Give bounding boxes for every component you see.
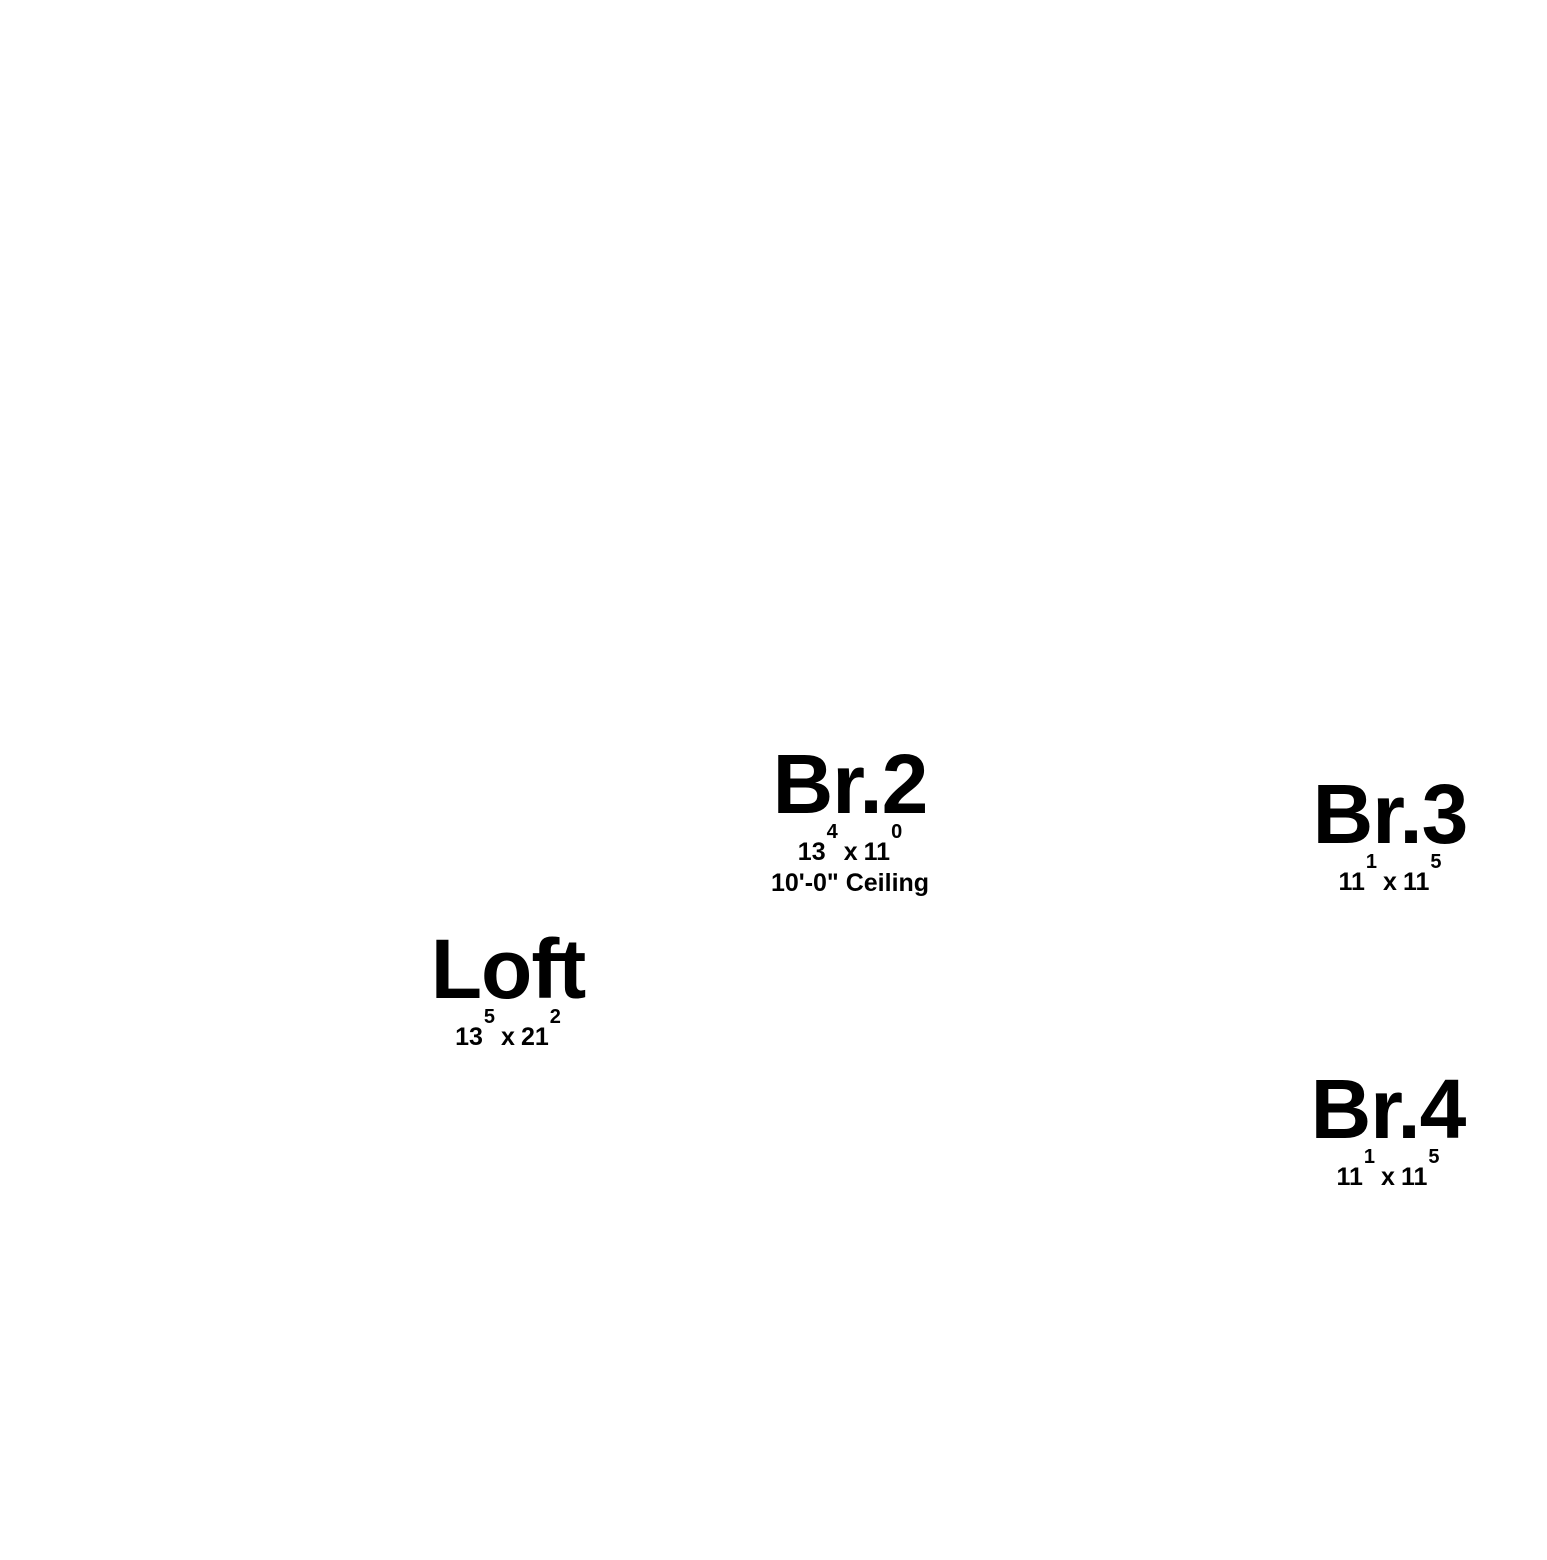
room-name: Br.3 bbox=[1312, 767, 1469, 861]
length-feet: 21 bbox=[520, 1023, 549, 1051]
length-feet: 11 bbox=[1400, 1163, 1428, 1191]
length-inches: 5 bbox=[1430, 851, 1442, 873]
length-feet: 11 bbox=[1402, 868, 1430, 896]
length-inches: 5 bbox=[1428, 1146, 1440, 1168]
width-feet: 11 bbox=[1338, 868, 1365, 896]
width-inches: 5 bbox=[483, 1006, 496, 1028]
width-inches: 4 bbox=[826, 821, 838, 843]
dimension-separator: x bbox=[843, 838, 858, 866]
ceiling-note: 10'-0" Ceiling bbox=[770, 869, 930, 897]
room-name: Loft bbox=[430, 922, 587, 1016]
room-name: Br.2 bbox=[772, 737, 929, 831]
width-inches: 1 bbox=[1363, 1146, 1376, 1168]
length-feet: 11 bbox=[863, 838, 891, 866]
room-name: Br.4 bbox=[1310, 1062, 1467, 1156]
length-inches: 0 bbox=[891, 821, 903, 843]
width-feet: 13 bbox=[797, 838, 826, 866]
dimension-separator: x bbox=[1381, 1163, 1395, 1191]
width-feet: 11 bbox=[1336, 1163, 1363, 1191]
width-inches: 1 bbox=[1365, 851, 1378, 873]
dimension-separator: x bbox=[501, 1023, 515, 1051]
dimension-separator: x bbox=[1383, 868, 1397, 896]
width-feet: 13 bbox=[455, 1023, 483, 1051]
length-inches: 2 bbox=[549, 1006, 561, 1028]
